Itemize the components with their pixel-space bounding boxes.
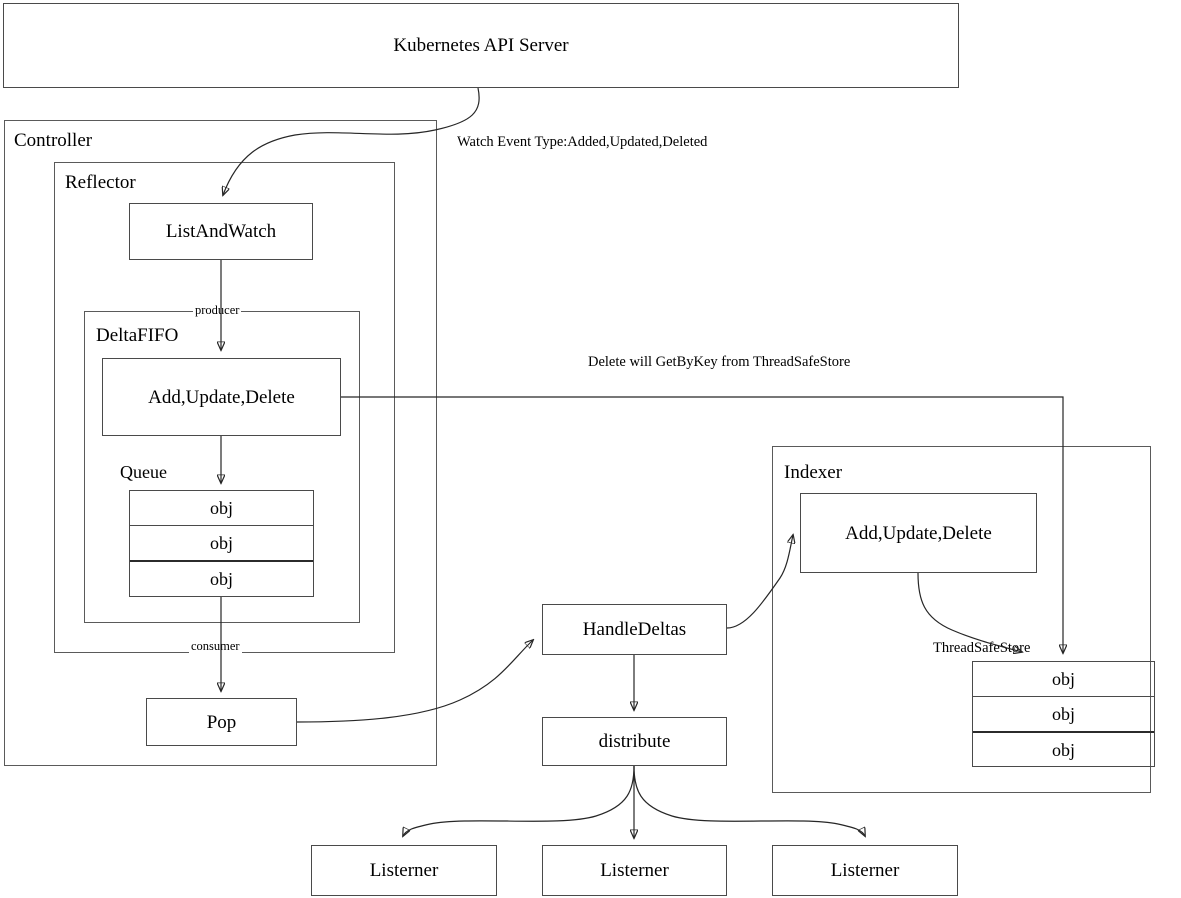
listener-label: Listerner [600,860,669,881]
thread-safe-store-stack[interactable]: obj obj obj [972,661,1155,767]
thread-safe-store-item[interactable]: obj [973,697,1154,733]
pop-label: Pop [206,711,237,733]
handle-deltas-box[interactable]: HandleDeltas [542,604,727,655]
delta-fifo-operations-label: Add,Update,Delete [148,386,295,408]
delta-fifo-title: DeltaFIFO [96,325,179,346]
queue-title: Queue [120,462,167,482]
producer-edge-label: producer [193,303,242,317]
controller-title: Controller [14,130,93,151]
delete-getbykey-annotation: Delete will GetByKey from ThreadSafeStor… [588,354,851,370]
indexer-operations-label: Add,Update,Delete [845,522,992,544]
listener-box-2[interactable]: Listerner [542,845,727,896]
thread-safe-store-item[interactable]: obj [973,662,1154,697]
listener-box-1[interactable]: Listerner [311,845,497,896]
queue-item[interactable]: obj [130,491,313,526]
list-and-watch-label: ListAndWatch [165,221,277,242]
queue-item[interactable]: obj [209,569,233,589]
queue-stack[interactable]: obj obj obj [129,490,314,597]
listener-box-3[interactable]: Listerner [772,845,958,896]
listener-label: Listerner [830,860,900,881]
pop-box[interactable]: Pop [146,698,297,746]
delta-fifo-operations-box[interactable]: Add,Update,Delete [102,358,341,436]
edge-distribute-to-listener-1 [403,765,635,836]
distribute-box[interactable]: distribute [542,717,727,766]
watch-event-annotation: Watch Event Type:Added,Updated,Deleted [457,134,708,150]
api-server-box[interactable]: Kubernetes API Server [3,3,959,88]
indexer-title: Indexer [784,462,843,483]
consumer-edge-label: consumer [189,639,242,653]
listener-label: Listerner [369,860,439,881]
list-and-watch-box[interactable]: ListAndWatch [129,203,313,260]
handle-deltas-label: HandleDeltas [582,619,687,640]
thread-safe-store-item[interactable]: obj [1051,739,1075,760]
reflector-title: Reflector [65,172,136,193]
queue-item[interactable]: obj [130,526,313,562]
indexer-operations-box[interactable]: Add,Update,Delete [800,493,1037,573]
api-server-label: Kubernetes API Server [393,35,569,56]
distribute-label: distribute [598,731,671,752]
thread-safe-store-title: ThreadSafeStore [933,640,1031,656]
